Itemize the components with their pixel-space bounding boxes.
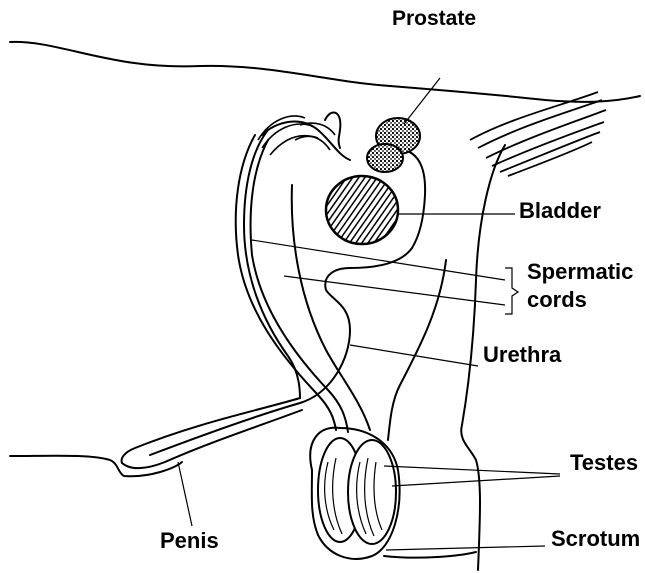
anterior-wall: [244, 130, 300, 398]
label-penis: Penis: [160, 530, 219, 552]
leader-penis: [178, 462, 192, 526]
back-outline: [10, 42, 640, 102]
leader-spermatic-2: [284, 276, 505, 305]
leader-testes-2: [392, 476, 560, 486]
label-scrotum: Scrotum: [551, 528, 640, 550]
label-testes: Testes: [570, 452, 638, 474]
body-hair: [470, 92, 606, 176]
thigh-contour: [388, 260, 446, 440]
leader-urethra: [350, 345, 478, 366]
label-prostate: Prostate: [392, 8, 476, 29]
leader-testes-1: [384, 466, 560, 474]
penis-lower: [122, 410, 302, 468]
leg-outline: [384, 552, 476, 558]
label-urethra: Urethra: [483, 344, 561, 366]
seminal-duct: [325, 113, 340, 149]
penis-upper: [122, 398, 300, 463]
spermatic-bracket: [505, 268, 518, 314]
label-spermatic-cords: Spermatic cords: [527, 258, 633, 314]
leader-prostate: [404, 78, 440, 124]
label-spermatic-line1: Spermatic: [527, 258, 633, 286]
vas-deferens-loop: [262, 122, 350, 160]
spermatic-cord-outer: [236, 135, 336, 430]
bladder-shape: [326, 176, 398, 244]
label-spermatic-line2: cords: [527, 286, 633, 314]
leader-scrotum: [386, 546, 545, 550]
leader-spermatic-1: [252, 240, 505, 280]
seminal-vesicle: [367, 144, 403, 172]
testis-right: [348, 440, 396, 544]
label-bladder: Bladder: [519, 200, 601, 222]
